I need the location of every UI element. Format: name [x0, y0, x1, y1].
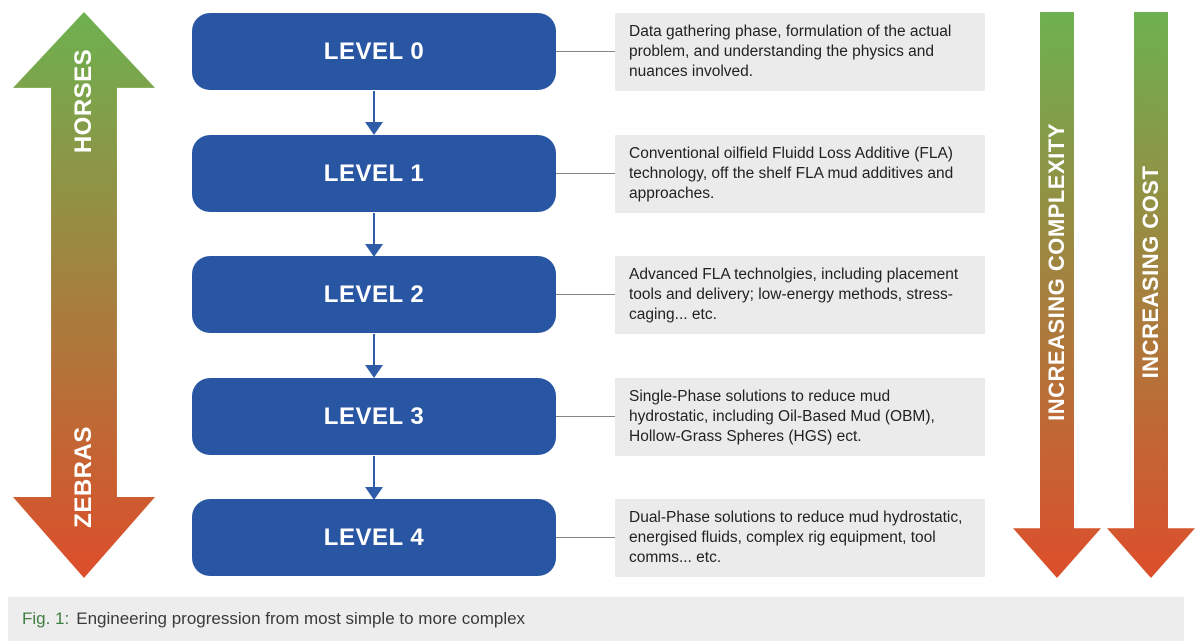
level-4-box: LEVEL 4 — [192, 499, 556, 576]
level-1-label: LEVEL 1 — [323, 159, 425, 187]
increasing-complexity-label: INCREASING COMPLEXITY — [1044, 123, 1069, 421]
arrow-head — [365, 365, 383, 378]
level-4-description-text: Dual-Phase solutions to reduce mud hydro… — [629, 509, 963, 566]
arrow-head — [365, 122, 383, 135]
figure-caption-text: Engineering progression from most simple… — [76, 609, 526, 628]
connector-line — [556, 173, 615, 174]
connector-line — [556, 537, 615, 538]
connector-line — [556, 51, 615, 52]
connector-line — [556, 294, 615, 295]
level-3-label: LEVEL 3 — [323, 402, 425, 430]
level-0-description: Data gathering phase, formulation of the… — [615, 13, 985, 91]
level-4-description: Dual-Phase solutions to reduce mud hydro… — [615, 499, 985, 577]
horses-label: HORSES — [70, 48, 97, 154]
connector-line — [556, 416, 615, 417]
level-3-description-text: Single-Phase solutions to reduce mud hyd… — [629, 388, 935, 445]
arrow-stem — [373, 334, 375, 365]
arrow-head — [365, 244, 383, 257]
level-0-description-text: Data gathering phase, formulation of the… — [629, 23, 952, 80]
level-2-description: Advanced FLA technolgies, including plac… — [615, 256, 985, 334]
level-2-box: LEVEL 2 — [192, 256, 556, 333]
level-3-description: Single-Phase solutions to reduce mud hyd… — [615, 378, 985, 456]
level-2-description-text: Advanced FLA technolgies, including plac… — [629, 266, 959, 323]
arrow-stem — [373, 456, 375, 487]
level-3-box: LEVEL 3 — [192, 378, 556, 455]
level-1-box: LEVEL 1 — [192, 135, 556, 212]
level-4-label: LEVEL 4 — [323, 523, 425, 551]
level-0-box: LEVEL 0 — [192, 13, 556, 90]
down-arrow-icon — [364, 91, 384, 135]
level-0-label: LEVEL 0 — [323, 37, 425, 65]
increasing-cost-label: INCREASING COST — [1138, 165, 1163, 379]
increasing-cost-arrow-icon: INCREASING COST — [1107, 12, 1195, 578]
down-arrow-icon — [364, 334, 384, 378]
level-2-label: LEVEL 2 — [323, 280, 425, 308]
level-1-description: Conventional oilfield Fluidd Loss Additi… — [615, 135, 985, 213]
horses-zebras-arrow-icon: HORSES ZEBRAS — [13, 12, 155, 578]
level-1-description-text: Conventional oilfield Fluidd Loss Additi… — [629, 145, 954, 202]
increasing-complexity-arrow-icon: INCREASING COMPLEXITY — [1013, 12, 1101, 578]
down-arrow-icon — [364, 456, 384, 500]
arrow-stem — [373, 91, 375, 122]
down-arrow-icon — [364, 213, 384, 257]
zebras-label: ZEBRAS — [70, 426, 97, 528]
arrow-stem — [373, 213, 375, 244]
figure-caption: Fig. 1: Engineering progression from mos… — [8, 597, 1184, 641]
arrow-head — [365, 487, 383, 500]
figure-number: Fig. 1: — [22, 609, 70, 628]
